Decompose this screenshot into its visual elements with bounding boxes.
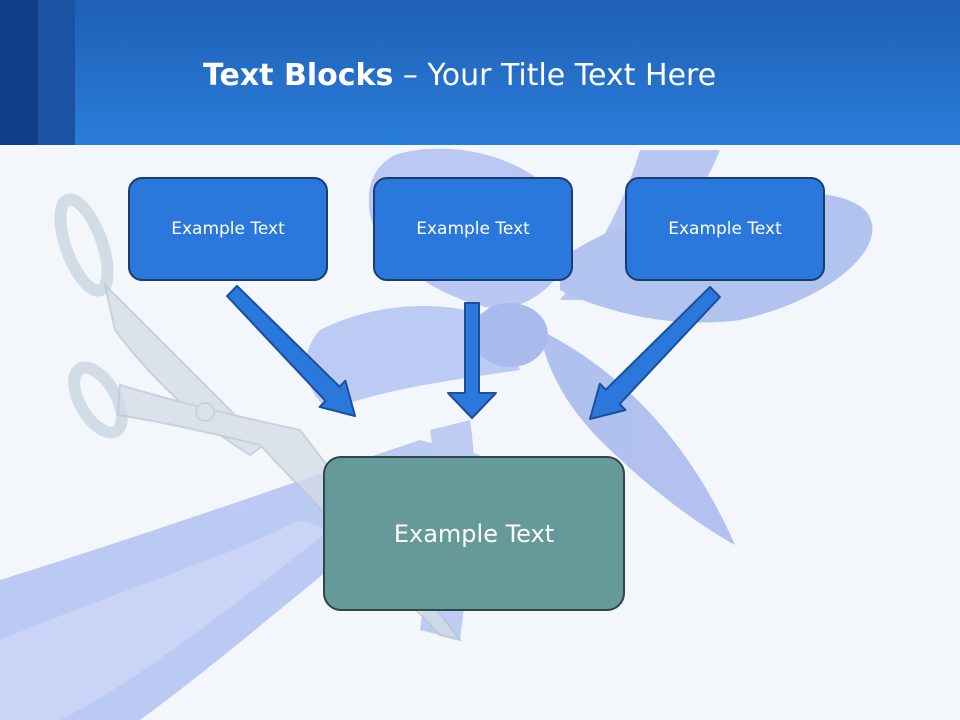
title-bold-part: Text Blocks	[203, 58, 394, 93]
scissors-handle-icon	[54, 193, 114, 297]
header-accent-band-dark	[0, 0, 38, 145]
top-text-block-2[interactable]: Example Text	[373, 177, 573, 281]
top-text-block-1[interactable]: Example Text	[128, 177, 328, 281]
arrow-right-icon	[589, 285, 721, 420]
slide-header: Text Blocks – Your Title Text Here	[0, 0, 960, 145]
slide-title: Text Blocks – Your Title Text Here	[203, 54, 716, 98]
bottom-text-block[interactable]: Example Text	[323, 456, 625, 611]
title-dash: –	[393, 58, 428, 93]
arrow-left-icon	[226, 284, 356, 417]
scissors-blade-icon	[103, 281, 272, 457]
arrow-center-icon	[447, 302, 497, 419]
header-accent-band	[38, 0, 75, 145]
top-text-block-3[interactable]: Example Text	[625, 177, 825, 281]
title-rest: Your Title Text Here	[427, 58, 717, 93]
